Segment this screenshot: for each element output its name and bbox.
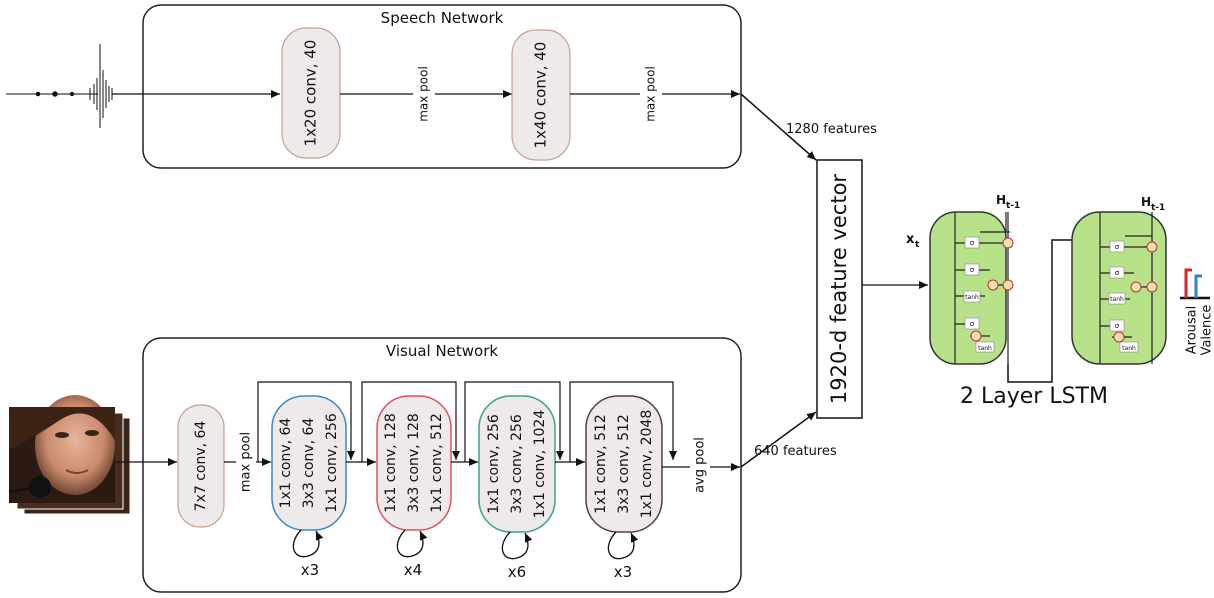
block-4-layer-3: 1x1 conv, 2048 bbox=[639, 410, 655, 519]
lstm2-out-tanh: tanh bbox=[1122, 345, 1136, 352]
visual-network-title: Visual Network bbox=[386, 342, 498, 360]
lstm2-hidden-label: H bbox=[1141, 195, 1151, 209]
lstm1-gate-sigma-3: σ bbox=[970, 320, 975, 328]
valence-bar bbox=[1194, 274, 1202, 298]
residual-block-4: 1x1 conv, 512 3x3 conv, 512 1x1 conv, 20… bbox=[585, 395, 663, 581]
lstm1-gate-tanh: tanh bbox=[965, 294, 979, 301]
block-2-layer-2: 3x3 conv, 128 bbox=[406, 413, 422, 513]
visual-network: Visual Network 7x7 conv, 64 max pool bbox=[8, 337, 742, 593]
block-1-layer-1: 1x1 conv, 64 bbox=[278, 418, 294, 509]
speech-pool1-label: max pool bbox=[417, 66, 431, 122]
block-3-layer-1: 1x1 conv, 256 bbox=[486, 414, 502, 514]
block-4-layer-2: 3x3 conv, 512 bbox=[616, 414, 632, 514]
block-3-loop-icon bbox=[501, 531, 533, 560]
waveform-icon bbox=[6, 44, 113, 128]
lstm1-out-tanh: tanh bbox=[978, 345, 992, 352]
outputs: Arousal Valence bbox=[1180, 268, 1214, 356]
block-2-repeat: x4 bbox=[404, 561, 422, 579]
block-1-loop-icon bbox=[292, 529, 324, 558]
block-2-layer-1: 1x1 conv, 128 bbox=[383, 413, 399, 513]
speech-conv2-label: 1x40 conv, 40 bbox=[532, 42, 550, 149]
arousal-bar bbox=[1184, 268, 1192, 298]
speech-network-title: Speech Network bbox=[381, 9, 504, 27]
lstm: σ σ tanh σ tanh x t H t-1 bbox=[906, 193, 1167, 409]
lstm1-hidden-label: H bbox=[996, 193, 1006, 207]
face-image-icon bbox=[8, 395, 131, 515]
lstm2-gate-tanh: tanh bbox=[1110, 296, 1124, 303]
block-3-repeat: x6 bbox=[508, 563, 526, 581]
lstm1-gate-sigma-2: σ bbox=[970, 266, 975, 274]
speech-conv1-block bbox=[281, 27, 341, 159]
valence-label: Valence bbox=[1200, 305, 1214, 356]
residual-block-3: 1x1 conv, 256 3x3 conv, 256 1x1 conv, 10… bbox=[478, 395, 556, 581]
lstm1-hidden-subscript: t-1 bbox=[1006, 201, 1020, 211]
block-4-loop-icon bbox=[607, 531, 639, 560]
residual-block-2: 1x1 conv, 128 3x3 conv, 128 1x1 conv, 51… bbox=[376, 395, 452, 579]
speech-network: Speech Network 1x20 conv, 40 max pool 1x… bbox=[6, 4, 742, 169]
skip-connections bbox=[257, 381, 677, 462]
speech-conv1-label: 1x20 conv, 40 bbox=[302, 40, 320, 147]
visual-conv-first-label: 7x7 conv, 64 bbox=[193, 421, 209, 512]
lstm2-gate-sigma-1: σ bbox=[1115, 243, 1120, 251]
block-2-loop-icon bbox=[396, 529, 428, 558]
speech-pool2-label: max pool bbox=[644, 66, 658, 122]
block-1-layer-2: 3x3 conv, 64 bbox=[301, 418, 317, 509]
arousal-label: Arousal bbox=[1185, 306, 1200, 355]
fusion: 1280 features 640 features 1920-d featur… bbox=[740, 93, 928, 468]
speech-conv2-block bbox=[511, 29, 571, 161]
block-1-repeat: x3 bbox=[301, 561, 319, 579]
lstm-input-subscript: t bbox=[915, 240, 920, 250]
visual-conv-first-block bbox=[177, 404, 225, 528]
lstm-connector bbox=[1007, 239, 1072, 383]
lstm2-gate-sigma-2: σ bbox=[1115, 269, 1120, 277]
block-3-layer-3: 1x1 conv, 1024 bbox=[532, 410, 548, 519]
lstm2-gate-sigma-3: σ bbox=[1115, 322, 1120, 330]
feature-vector-label: 1920-d feature vector bbox=[827, 174, 851, 404]
lstm-label: 2 Layer LSTM bbox=[960, 384, 1108, 409]
block-4-repeat: x3 bbox=[614, 563, 632, 581]
residual-block-1: 1x1 conv, 64 3x3 conv, 64 1x1 conv, 256 … bbox=[271, 395, 347, 579]
feature-vector-box bbox=[816, 159, 863, 419]
visual-pool-first-label: max pool bbox=[239, 432, 254, 492]
lstm1-gate-sigma-1: σ bbox=[970, 239, 975, 247]
block-4-layer-1: 1x1 conv, 512 bbox=[593, 414, 609, 514]
block-2-layer-3: 1x1 conv, 512 bbox=[429, 413, 445, 513]
lstm-cell-2: σ σ tanh σ tanh bbox=[1071, 211, 1167, 365]
lstm-cell-1: σ σ tanh σ tanh bbox=[929, 211, 1014, 365]
block-1-layer-3: 1x1 conv, 256 bbox=[324, 413, 340, 513]
speech-features-label: 1280 features bbox=[786, 122, 877, 137]
lstm-input-label: x bbox=[906, 232, 915, 247]
visual-pool-last-label: avg pool bbox=[693, 437, 708, 493]
block-3-layer-2: 3x3 conv, 256 bbox=[509, 414, 525, 514]
visual-features-label: 640 features bbox=[754, 444, 837, 459]
lstm2-hidden-subscript: t-1 bbox=[1151, 203, 1165, 213]
